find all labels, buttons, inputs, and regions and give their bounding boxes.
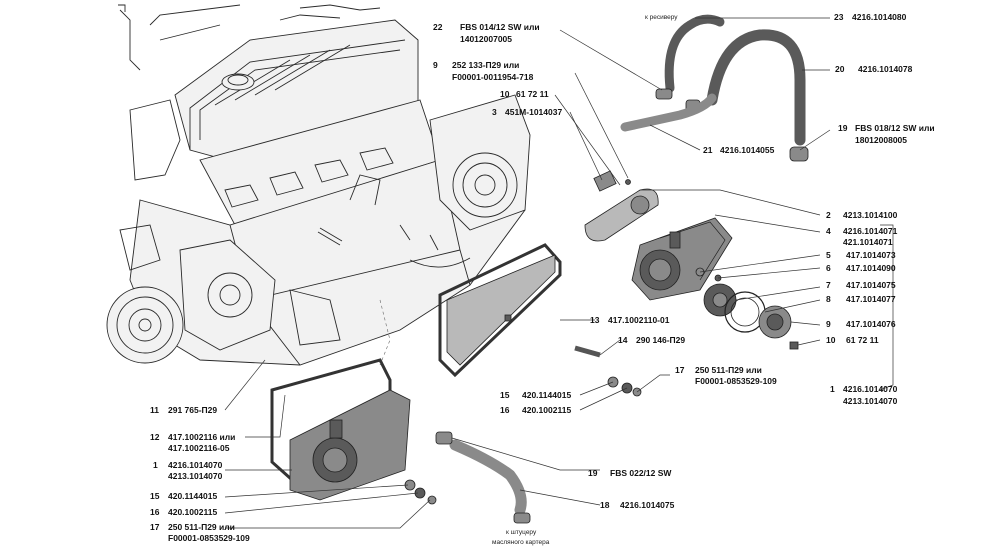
callout-number: 1	[830, 384, 835, 394]
callout-part: 4216.1014075	[620, 500, 675, 510]
callout-part: FBS 014/12 SW или	[460, 22, 540, 32]
callout-part: 420.1144015	[522, 390, 571, 400]
callout-part: 420.1144015	[168, 491, 217, 501]
callout-number: 11	[150, 405, 159, 415]
upper-hoses	[620, 14, 809, 162]
callout-number: 7	[826, 280, 831, 290]
callout-part: 4216.1014078	[858, 64, 913, 74]
callout-part: 417.1002116 или	[168, 432, 235, 442]
callout-part: 417.1002110-01	[608, 315, 670, 325]
callout-part: 4216.1014070	[843, 384, 898, 394]
callout-number: 13	[590, 315, 600, 325]
callout-number: 17	[675, 365, 685, 375]
callout-part-alt: 4213.1014070	[168, 471, 223, 481]
callout-part: 250 511-П29 или	[168, 522, 235, 532]
callout-number: 2	[826, 210, 831, 220]
callout-part: 4213.1014100	[843, 210, 898, 220]
callout-number: 1	[153, 460, 158, 470]
callout-part: 4216.1014080	[852, 12, 907, 22]
callout-part: FBS 018/12 SW или	[855, 123, 935, 133]
callout-part: 4216.1014055	[720, 145, 775, 155]
callout-number: 14	[618, 335, 628, 345]
callout-part: 420.1002115	[522, 405, 571, 415]
callout-part: 4216.1014071	[843, 226, 898, 236]
callout-number: 9	[826, 319, 831, 329]
callout-number: 6	[826, 263, 831, 273]
callout-number: 19	[588, 468, 598, 478]
callout-part: 417.1014073	[846, 250, 896, 260]
callout-number: 16	[500, 405, 510, 415]
callout-number: 3	[492, 107, 497, 117]
callout-number: 17	[150, 522, 160, 532]
callout-part: 250 511-П29 или	[695, 365, 762, 375]
callout-number: 5	[826, 250, 831, 260]
callout-number: 15	[150, 491, 160, 501]
callout-part-alt: 417.1002116-05	[168, 443, 230, 453]
callout-part: 291 765-П29	[168, 405, 217, 415]
callout-number: 21	[703, 145, 713, 155]
callout-labels: 23 4216.1014080 22 FBS 014/12 SW или 140…	[150, 12, 935, 546]
callout-part: 417.1014077	[846, 294, 896, 304]
callout-number: 8	[826, 294, 831, 304]
callout-part: 61 72 11	[516, 89, 549, 99]
callout-part-alt: 14012007005	[460, 34, 512, 44]
callout-number: 20	[835, 64, 845, 74]
callout-number: 10	[826, 335, 836, 345]
callout-part-alt: F00001-0853529-109	[695, 376, 777, 386]
callout-part-alt: F00001-0853529-109	[168, 533, 250, 543]
callout-part: 61 72 11	[846, 335, 879, 345]
callout-part-alt: 4213.1014070	[843, 396, 898, 406]
callout-number: 4	[826, 226, 831, 236]
callout-number: 10	[500, 89, 510, 99]
gaskets-and-covers	[270, 243, 642, 505]
callout-part-alt: 421.1014071	[843, 237, 893, 247]
callout-number: 19	[838, 123, 848, 133]
lower-hose	[435, 431, 531, 524]
callout-part: 417.1014076	[846, 319, 896, 329]
callout-part: 451М-1014037	[505, 107, 562, 117]
callout-number: 16	[150, 507, 160, 517]
callout-part: 290 146-П29	[636, 335, 685, 345]
callout-part: 252 133-П29 или	[452, 60, 519, 70]
callout-number: 22	[433, 22, 443, 32]
callout-part-alt: F00001-0011954-718	[452, 72, 534, 82]
note-to-receiver: к ресиверу	[645, 14, 678, 21]
callout-number: 23	[834, 12, 844, 22]
callout-part: 417.1014090	[846, 263, 896, 273]
engine-block-drawing	[106, 4, 531, 366]
callout-number: 12	[150, 432, 160, 442]
callout-part-alt: 18012008005	[855, 135, 907, 145]
note-crankcase-line1: к штуцеру	[506, 529, 537, 536]
callout-number: 9	[433, 60, 438, 70]
callout-part: FBS 022/12 SW	[610, 468, 672, 478]
callout-part: 417.1014075	[846, 280, 896, 290]
leader-lines	[224, 17, 894, 529]
note-crankcase-line2: масляного картера	[492, 539, 550, 546]
callout-number: 18	[600, 500, 610, 510]
callout-part: 420.1002115	[168, 507, 217, 517]
separator-assembly-upper	[584, 170, 799, 350]
callout-part: 4216.1014070	[168, 460, 223, 470]
callout-number: 15	[500, 390, 510, 400]
